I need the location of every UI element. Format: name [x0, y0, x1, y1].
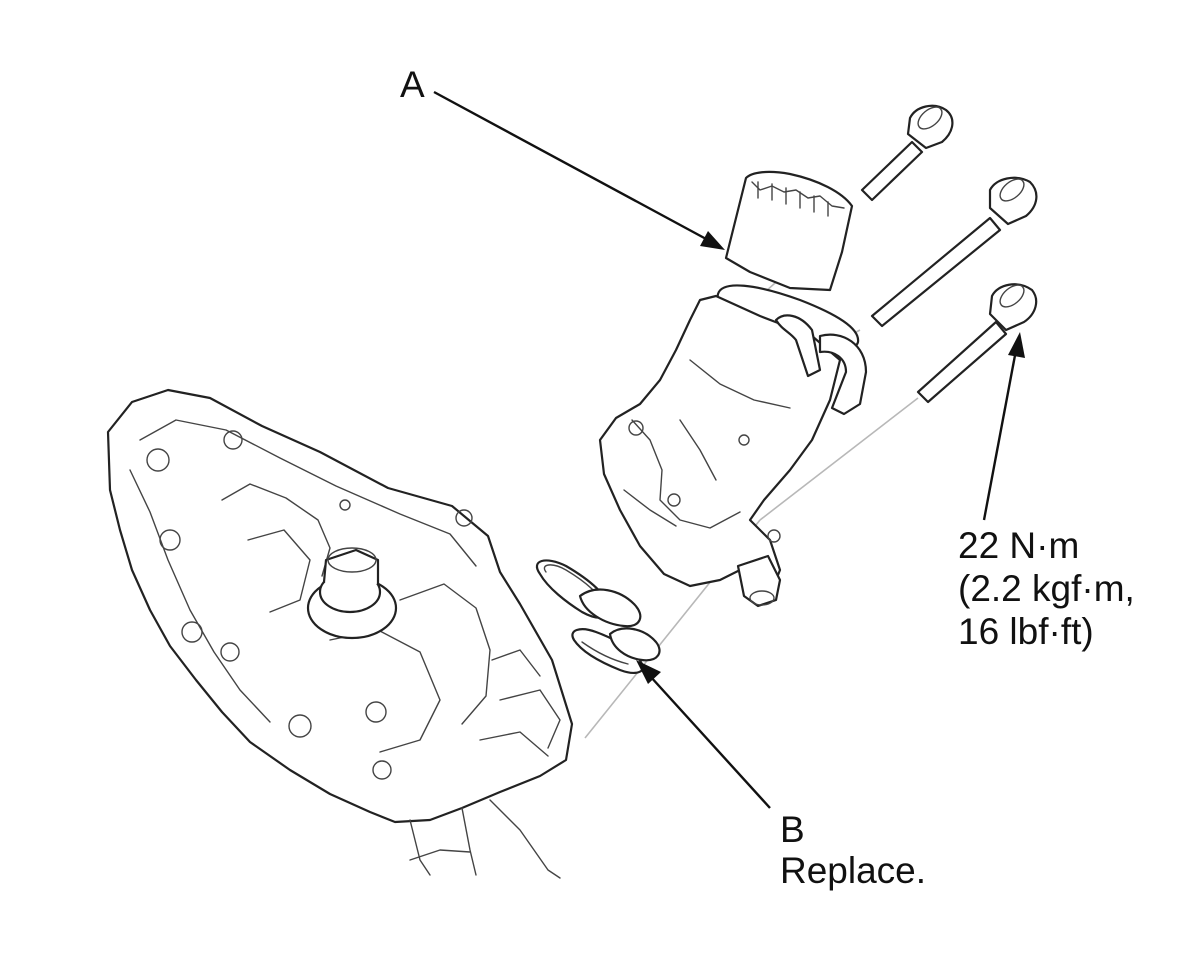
bolt-long-lower — [916, 283, 1038, 404]
torque-line-2: (2.2 kgf·m, — [958, 568, 1135, 609]
callout-b-label: B — [780, 809, 805, 850]
callout-b-arrowhead — [636, 660, 661, 684]
filter-housing — [598, 170, 868, 608]
callout-a-label: A — [400, 64, 425, 105]
callout-b-note: Replace. — [780, 850, 926, 891]
callout-a-arrowhead — [700, 231, 725, 250]
callout-b-leader — [649, 675, 771, 809]
torque-arrowhead — [1008, 332, 1025, 358]
bolt-long-upper — [870, 176, 1038, 328]
callout-bolt-torque: 22 N·m (2.2 kgf·m, 16 lbf·ft) — [958, 332, 1135, 652]
bolt-short — [860, 104, 954, 202]
callout-a: A — [400, 64, 725, 250]
torque-leader — [982, 349, 1018, 521]
torque-line-3: 16 lbf·ft) — [958, 611, 1094, 652]
pump-housing — [106, 388, 574, 879]
o-rings — [535, 559, 661, 674]
callout-a-leader — [433, 90, 709, 242]
callout-b: B Replace. — [636, 660, 926, 891]
torque-line-1: 22 N·m — [958, 525, 1079, 566]
